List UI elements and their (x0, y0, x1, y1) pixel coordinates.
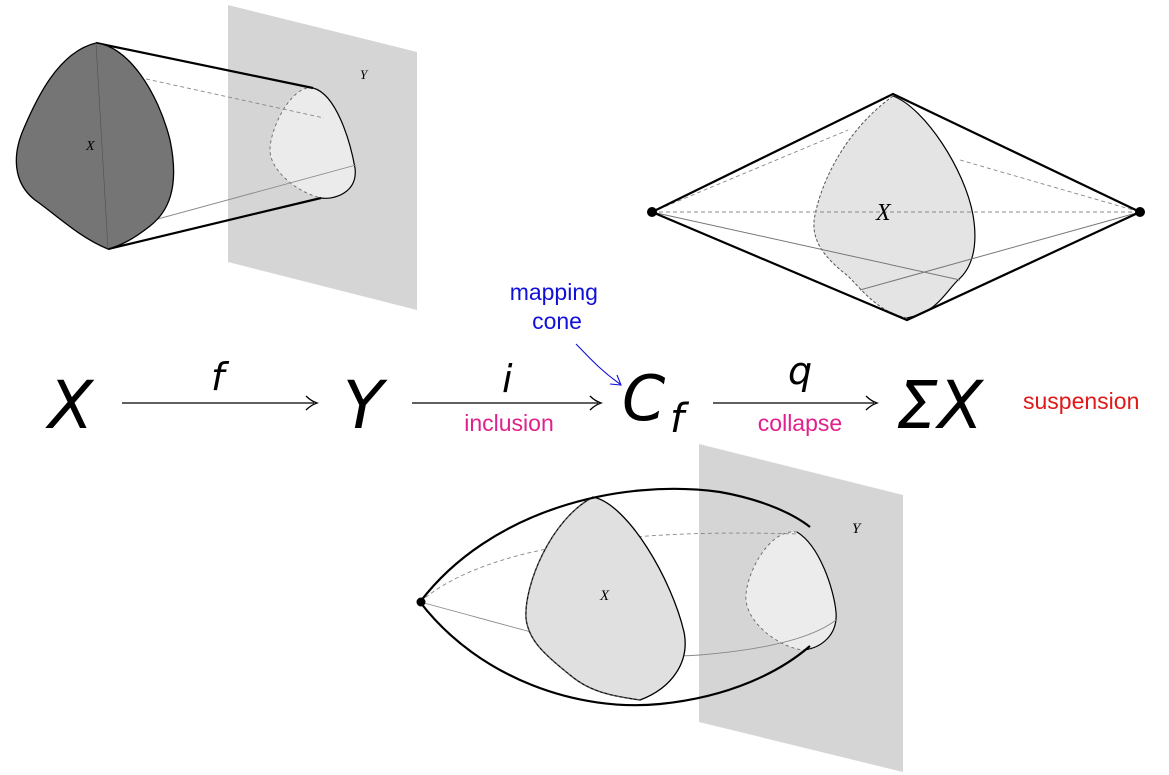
object-cf-subscript: f (670, 396, 690, 442)
mapping-cone-note-line2: cone (532, 308, 582, 334)
cylinder-x-label: X (85, 139, 95, 154)
suspension-x-label: X (875, 200, 892, 226)
map-q-label: q (788, 349, 812, 393)
cone-apex (416, 597, 426, 607)
object-x: X (45, 367, 95, 444)
cone-upper-outline (419, 487, 811, 603)
suspension-x-hidden-edge (813, 95, 908, 319)
cylinder-base-seam (95, 42, 109, 250)
suspension-outline-bottom (651, 210, 1141, 322)
cylinder-x-base (15, 42, 175, 250)
object-cf: C (622, 362, 666, 435)
map-i-label: i (502, 357, 513, 401)
mapping-cylinder-figure: X Y (15, 5, 417, 310)
suspension-figure: X (647, 92, 1145, 322)
suspension-x-section (813, 96, 975, 318)
mapping-cone-pointer (575, 343, 621, 385)
cylinder-y-label: Y (360, 67, 369, 82)
mapping-cone-note: mapping cone (510, 279, 605, 334)
mapping-cone-pointer-head (609, 374, 622, 386)
collapse-note: collapse (758, 410, 842, 436)
suspension-dash-2 (959, 159, 1141, 213)
suspension-dash-1 (651, 129, 849, 213)
object-y: Y (343, 367, 388, 444)
mapping-cone-note-line1: mapping (510, 279, 598, 305)
cylinder-y-section-hidden-edge (269, 87, 322, 199)
mapping-cone-figure: X Y (416, 444, 903, 772)
inclusion-note: inclusion (464, 410, 554, 436)
cone-y-label: Y (852, 521, 862, 537)
object-sigma-x: ΣX (896, 367, 985, 444)
cylinder-y-section-front-edge (312, 87, 356, 199)
cone-y-section-front-edge (796, 531, 837, 651)
arrow-i-head (589, 395, 604, 411)
suspension-right-apex (1135, 207, 1145, 217)
suspension-outline-top (651, 92, 1141, 213)
annotations: mapping cone inclusion collapse suspensi… (464, 279, 1139, 436)
suspension-x-front-edge (892, 95, 976, 319)
cone-x-label: X (599, 588, 610, 604)
cone-x-hidden-edge (525, 496, 641, 701)
suspension-solid-1 (651, 211, 961, 281)
cone-y-section (745, 531, 837, 650)
arrow-q-head (865, 395, 880, 411)
cone-y-section-hidden-edge (745, 531, 805, 651)
cylinder-bottom-generator (107, 196, 322, 251)
cylinder-top-generator (95, 41, 314, 90)
map-f-label: f (211, 355, 230, 399)
suspension-left-apex (647, 207, 657, 217)
suspension-note: suspension (1023, 388, 1139, 414)
cone-lower-outline (419, 601, 811, 707)
suspension-solid-2 (859, 211, 1141, 291)
arrow-f-head (305, 395, 320, 411)
cone-hidden-arc (419, 532, 798, 603)
